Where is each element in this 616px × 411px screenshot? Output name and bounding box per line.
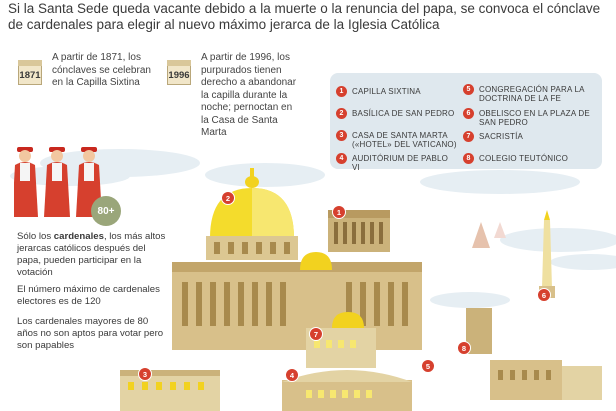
legend-label-5: Congregación para la Doctrina de la Fe bbox=[479, 85, 585, 103]
marker-7-label: 7 bbox=[313, 329, 319, 339]
legend-num-5: 5 bbox=[463, 84, 474, 95]
legend-label-8: Colegio Teutónico bbox=[479, 154, 569, 163]
legend-item-6: 6 Obelisco en la plaza de San Pedro bbox=[463, 108, 599, 127]
age-badge: 80+ bbox=[91, 196, 121, 226]
timeline-1996-text: A partir de 1996, los purpurados tienen … bbox=[201, 52, 297, 138]
legend-label-6: Obelisco en la plaza de San Pedro bbox=[479, 109, 590, 127]
marker-6-label: 6 bbox=[541, 290, 547, 300]
legend-num-2: 2 bbox=[336, 108, 347, 119]
cardinals-text-pre: Sólo los bbox=[17, 231, 54, 242]
year-1871: 1871 bbox=[19, 70, 41, 81]
legend-num-7: 7 bbox=[463, 131, 474, 142]
cardinals-text-bold: cardenales bbox=[53, 231, 104, 242]
marker-7: 7 bbox=[309, 327, 323, 341]
marker-3: 3 bbox=[138, 367, 152, 381]
marker-6: 6 bbox=[537, 288, 551, 302]
marker-3-label: 3 bbox=[142, 369, 148, 379]
legend-panel: 1 Capilla Sixtina 2 Basílica de San Pedr… bbox=[330, 73, 602, 172]
calendar-icon-1871: 1871 bbox=[18, 60, 42, 85]
cardinals-text: Sólo los cardenales, los más altos jerar… bbox=[17, 231, 167, 279]
legend-label-1: Capilla Sixtina bbox=[352, 87, 421, 96]
vatican-illustration bbox=[120, 168, 602, 411]
legend-num-1: 1 bbox=[336, 86, 347, 97]
marker-4-label: 4 bbox=[289, 370, 295, 380]
legend-item-2: 2 Basílica de San Pedro bbox=[336, 108, 458, 119]
legend-item-8: 8 Colegio Teutónico bbox=[463, 153, 599, 164]
intro-text: Si la Santa Sede queda vacante debido a … bbox=[8, 1, 601, 32]
max-electors-text: El número máximo de cardenales electores… bbox=[17, 284, 160, 307]
marker-1-label: 1 bbox=[336, 207, 342, 217]
legend-item-4: 4 Auditórium de Pablo VI bbox=[336, 153, 458, 172]
legend-item-3: 3 Casa de Santa Marta («Hotel» del Vatic… bbox=[336, 130, 458, 149]
legend-item-1: 1 Capilla Sixtina bbox=[336, 86, 458, 97]
marker-8: 8 bbox=[457, 341, 471, 355]
marker-8-label: 8 bbox=[461, 343, 467, 353]
marker-2-label: 2 bbox=[225, 193, 231, 203]
marker-5: 5 bbox=[421, 359, 435, 373]
legend-label-3: Casa de Santa Marta («Hotel» del Vatican… bbox=[352, 131, 457, 149]
cardinals-illustration bbox=[14, 147, 102, 217]
marker-1: 1 bbox=[332, 205, 346, 219]
timeline-1871-text: A partir de 1871, los cónclaves se celeb… bbox=[52, 52, 151, 88]
legend-label-4: Auditórium de Pablo VI bbox=[352, 154, 449, 172]
age-limit-text: Los cardenales mayores de 80 años no son… bbox=[17, 316, 164, 351]
legend-item-7: 7 Sacristía bbox=[463, 131, 599, 142]
legend-num-3: 3 bbox=[336, 130, 347, 141]
year-1996: 1996 bbox=[168, 70, 190, 81]
legend-num-4: 4 bbox=[336, 153, 347, 164]
marker-5-label: 5 bbox=[425, 361, 431, 371]
cardinals-text-post: , los más altos jerarcas católicos despu… bbox=[17, 231, 166, 278]
legend-label-2: Basílica de San Pedro bbox=[352, 109, 455, 118]
legend-item-5: 5 Congregación para la Doctrina de la Fe bbox=[463, 84, 599, 103]
legend-label-7: Sacristía bbox=[479, 132, 524, 141]
legend-num-6: 6 bbox=[463, 108, 474, 119]
marker-4: 4 bbox=[285, 368, 299, 382]
calendar-icon-1996: 1996 bbox=[167, 60, 191, 85]
legend-num-8: 8 bbox=[463, 153, 474, 164]
marker-2: 2 bbox=[221, 191, 235, 205]
